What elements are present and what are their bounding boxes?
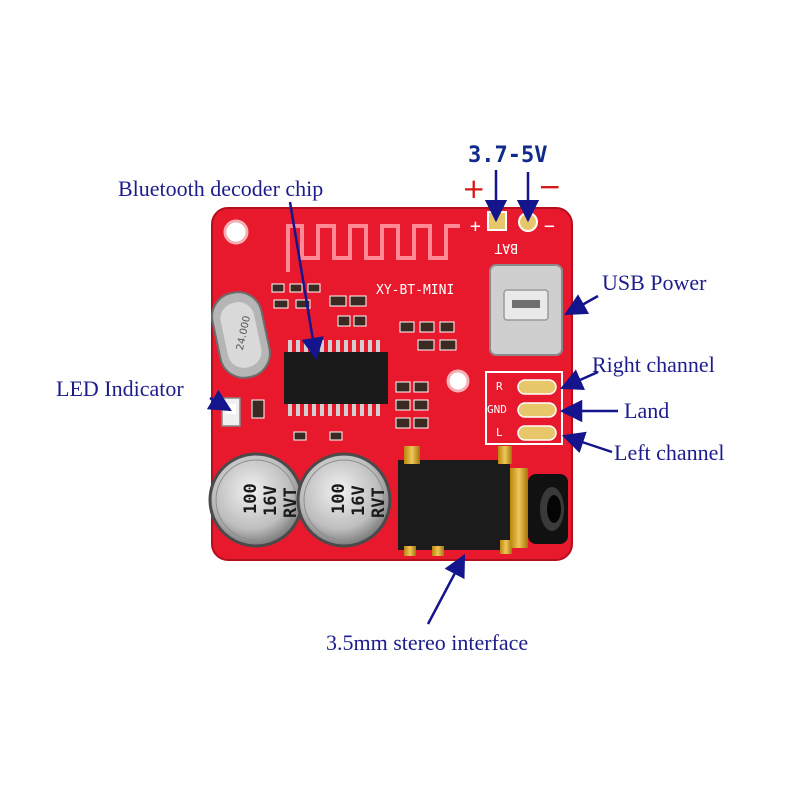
left-channel-label: Left channel: [614, 440, 725, 465]
voltage-label: 3.7-5V: [468, 143, 547, 168]
capacitor-2: 100 16V RVT: [296, 452, 392, 548]
cap1-series: RVT: [281, 487, 301, 518]
led: [221, 397, 241, 427]
crystal-oscillator: 24.000: [211, 291, 271, 379]
pad-l: [517, 425, 557, 441]
usb-power-label: USB Power: [602, 270, 707, 295]
pad-gnd: [517, 402, 557, 418]
right-channel-pointer: [559, 369, 599, 391]
led-indicator-label: LED Indicator: [56, 376, 184, 401]
stereo-interface-label: 3.5mm stereo interface: [326, 630, 528, 655]
cap2-voltage: 16V: [349, 485, 369, 516]
bat-plus-label: +: [470, 216, 481, 237]
usb-power-pointer: [564, 294, 599, 316]
pin-l-label: L: [496, 426, 503, 439]
audio-jack: [398, 446, 568, 556]
mounting-hole-center: [446, 369, 470, 393]
pin-r-label: R: [496, 380, 503, 393]
cap1-value: 100: [241, 483, 261, 514]
cap2-series: RVT: [369, 487, 389, 518]
capacitor-1: 100 16V RVT: [208, 452, 304, 548]
board-model-label: XY-BT-MINI: [376, 283, 454, 298]
bat-label: BAT: [494, 240, 518, 255]
stereo-interface-pointer: [426, 554, 466, 625]
cap2-value: 100: [329, 483, 349, 514]
channel-pads: R GND L: [485, 371, 563, 445]
pcb-board: XY-BT-MINI + BAT − 24.000: [208, 207, 573, 561]
plus-sign: +: [462, 172, 485, 205]
bluetooth-chip-label: Bluetooth decoder chip: [118, 176, 323, 201]
minus-sign: −: [538, 170, 561, 203]
right-channel-label: Right channel: [592, 352, 715, 377]
bluetooth-chip: [284, 340, 388, 416]
usb-connector: [489, 264, 563, 356]
left-channel-pointer: [561, 431, 613, 454]
bat-minus-label: −: [544, 216, 555, 237]
bluetooth-chip-pointer: [288, 201, 324, 361]
mounting-hole: [223, 219, 249, 245]
cap1-voltage: 16V: [261, 485, 281, 516]
pad-r: [517, 379, 557, 395]
antenna-trace: [286, 224, 460, 272]
land-label: Land: [624, 398, 669, 423]
smd-components: [251, 283, 457, 441]
led-indicator-pointer: [206, 389, 232, 412]
pin-gnd-label: GND: [487, 403, 507, 416]
